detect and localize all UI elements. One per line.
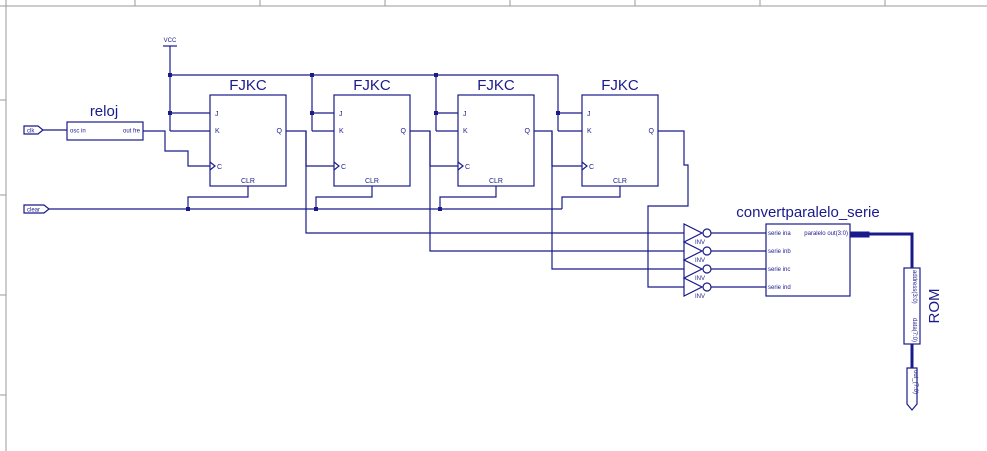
clk-port[interactable]: clk	[23, 125, 67, 135]
flipflop-pin-c: C	[217, 164, 222, 171]
vcc-label: VCC	[164, 38, 177, 44]
clear-port[interactable]: clear	[23, 204, 50, 214]
flipflop-pin-clr: CLR	[489, 178, 503, 185]
converter-input-a: serie ina	[768, 231, 791, 237]
flipflop-0[interactable]: FJKC J K C Q CLR	[209, 77, 287, 187]
converter-output: paralelo out(3:0)	[804, 231, 848, 237]
flipflop-pin-k: K	[215, 128, 220, 135]
inverter-3[interactable]: INV	[683, 277, 766, 300]
converter-input-d: serie ind	[768, 285, 791, 291]
out-port-label: out_(7:0)	[912, 370, 918, 394]
flipflop-pin-k: K	[587, 128, 592, 135]
reloj-block[interactable]: reloj osc in out fre	[66, 103, 144, 141]
flipflop-pin-j: J	[339, 111, 343, 118]
inverter-label: INV	[695, 240, 705, 246]
flipflop-pin-clr: CLR	[241, 178, 255, 185]
flipflop-pin-j: J	[463, 111, 467, 118]
flipflop-title: FJKC	[477, 77, 515, 94]
flipflop-pin-c: C	[465, 164, 470, 171]
flipflop-pin-clr: CLR	[613, 178, 627, 185]
clear-net	[49, 186, 621, 211]
reloj-pin-in: osc in	[70, 129, 86, 135]
rom-block[interactable]: address(3:0) data(7:0) ROM	[903, 267, 943, 345]
flipflop-pin-k: K	[339, 128, 344, 135]
converter-block[interactable]: convertparalelo_serie serie ina serie in…	[736, 204, 880, 297]
flipflop-pin-k: K	[463, 128, 468, 135]
flipflop-pin-clr: CLR	[365, 178, 379, 185]
flipflop-2[interactable]: FJKC J K C Q CLR	[457, 77, 535, 187]
flipflop-title: FJKC	[229, 77, 267, 94]
flipflop-pin-c: C	[341, 164, 346, 171]
clk-port-label: clk	[27, 129, 35, 135]
inverter-0[interactable]: INV	[683, 223, 766, 246]
converter-input-c: serie inc	[768, 267, 790, 273]
converter-title: convertparalelo_serie	[736, 204, 879, 221]
inverter-2[interactable]: INV	[683, 259, 766, 282]
flipflop-1[interactable]: FJKC J K C Q CLR	[333, 77, 411, 187]
out-port[interactable]: out_(7:0)	[906, 367, 918, 411]
flipflop-pin-q: Q	[525, 128, 531, 135]
q-output-wires	[305, 130, 689, 288]
flipflop-pin-q: Q	[649, 128, 655, 135]
flipflop-pin-q: Q	[401, 128, 407, 135]
vcc-supply: VCC	[163, 38, 582, 132]
flipflop-pin-j: J	[215, 111, 219, 118]
flipflop-title: FJKC	[353, 77, 391, 94]
rom-data-pin: data(7:0)	[911, 318, 917, 342]
flipflop-title: FJKC	[601, 77, 639, 94]
clear-port-label: clear	[27, 208, 40, 214]
reloj-title: reloj	[90, 103, 118, 120]
flipflop-pin-j: J	[587, 111, 591, 118]
inverter-label: INV	[695, 276, 705, 282]
address-bus	[850, 231, 914, 268]
inverter-1[interactable]: INV	[683, 241, 766, 264]
reloj-pin-out: out fre	[123, 129, 141, 135]
converter-input-b: serie inb	[768, 249, 791, 255]
flipflop-3[interactable]: FJKC J K C Q CLR	[581, 77, 659, 187]
flipflop-pin-c: C	[589, 164, 594, 171]
inverter-label: INV	[695, 294, 705, 300]
rom-address-pin: address(3:0)	[911, 270, 917, 304]
flipflop-pin-q: Q	[277, 128, 283, 135]
inverter-label: INV	[695, 258, 705, 264]
rom-title: ROM	[926, 289, 943, 324]
